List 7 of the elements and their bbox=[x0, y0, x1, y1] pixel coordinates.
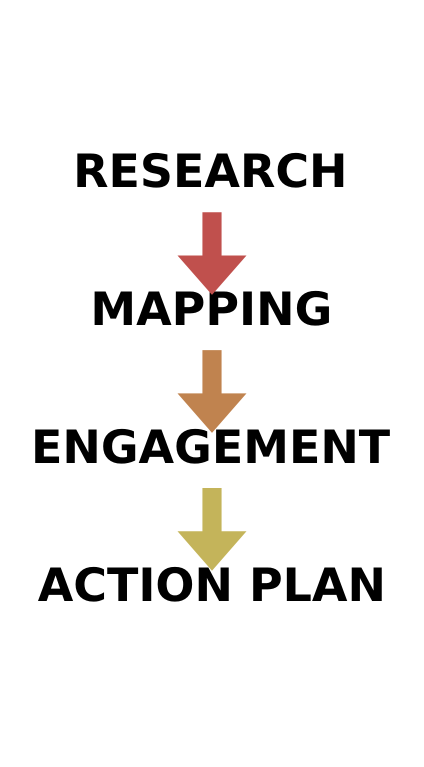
node-text: MAPPING bbox=[90, 282, 332, 336]
arrow bbox=[177, 350, 247, 432]
arrow bbox=[177, 212, 247, 294]
arrow bbox=[177, 488, 247, 570]
node-text: ENGAGEMENT bbox=[30, 419, 390, 474]
node-text: ACTION PLAN bbox=[38, 557, 386, 612]
node-text: RESEARCH bbox=[73, 144, 348, 198]
